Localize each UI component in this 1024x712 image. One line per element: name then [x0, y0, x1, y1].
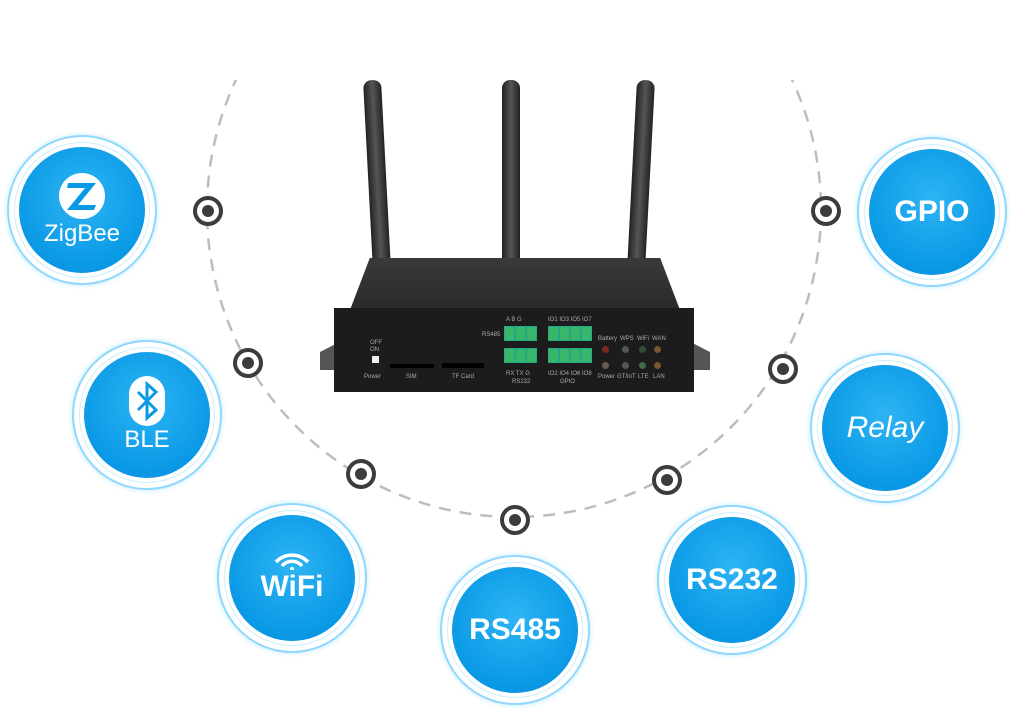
led-label: Battery: [598, 336, 618, 342]
led-label: WAN: [652, 336, 666, 342]
led-label: Power: [598, 374, 616, 380]
bluetooth-icon: [129, 376, 165, 426]
feature-label: GPIO: [894, 195, 970, 228]
wps-led: [622, 346, 629, 353]
sim-slot[interactable]: [390, 364, 434, 368]
wifi-icon: [274, 553, 310, 570]
rs485-label: RS485: [482, 332, 501, 338]
wan-led: [654, 346, 661, 353]
antenna: [363, 79, 391, 271]
zigbee-icon: [59, 173, 105, 219]
battery-led: [602, 346, 609, 353]
rs232-pins-label: RX TX G: [506, 371, 530, 377]
led-label: WiFi: [637, 336, 649, 342]
lte-led: [639, 362, 646, 369]
gpio-bottom-label: IO2 IO4 IO6 IO8: [548, 371, 592, 377]
rs232-label: RS232: [512, 379, 531, 385]
antenna: [502, 80, 520, 270]
sim-label: SIM: [406, 374, 417, 380]
connector-dot: [193, 196, 223, 226]
tf-card-slot[interactable]: [442, 363, 484, 368]
feature-label: Relay: [846, 411, 924, 444]
feature-wifi: WiFi: [217, 503, 367, 653]
antenna: [627, 79, 655, 271]
rs485-pins-label: A B G: [506, 317, 522, 323]
connector-dot: [768, 354, 798, 384]
feature-label: RS232: [686, 563, 778, 596]
feature-gpio: GPIO: [857, 137, 1007, 287]
feature-label: WiFi: [260, 570, 324, 603]
gtiot-led: [622, 362, 629, 369]
led-label: WPS: [620, 336, 634, 342]
connector-dot: [233, 348, 263, 378]
feature-label: ZigBee: [43, 220, 121, 247]
power-label: Power: [364, 374, 382, 380]
router-front-panel: OFF ON Power SIM TF Card RS485 A B G RX …: [334, 308, 694, 392]
switch-off-label: OFF: [370, 340, 382, 346]
feature-label: RS485: [469, 613, 561, 646]
tf-card-label: TF Card: [452, 374, 475, 380]
connector-dot: [652, 465, 682, 495]
led-label: LAN: [653, 374, 665, 380]
gpio-label: GPIO: [560, 379, 576, 385]
power-led: [602, 362, 609, 369]
feature-rs485: RS485: [440, 555, 590, 705]
switch-on-label: ON: [370, 347, 379, 353]
led-label: GT/IoT: [617, 374, 636, 380]
wifi-led: [639, 346, 646, 353]
power-switch[interactable]: [372, 356, 379, 363]
led-label: LTE: [638, 374, 649, 380]
feature-ble: BLE: [72, 340, 222, 490]
feature-label: BLE: [124, 426, 170, 453]
connector-dot: [811, 196, 841, 226]
feature-zigbee: ZigBee: [7, 135, 157, 285]
feature-rs232: RS232: [657, 505, 807, 655]
connector-dot: [346, 459, 376, 489]
router-device: OFF ON Power SIM TF Card RS485 A B G RX …: [320, 60, 710, 400]
gpio-top-label: IO1 IO3 IO5 IO7: [548, 317, 592, 323]
feature-relay: Relay: [810, 353, 960, 503]
lan-led: [654, 362, 661, 369]
router-top: [350, 258, 680, 310]
connector-dot: [500, 505, 530, 535]
